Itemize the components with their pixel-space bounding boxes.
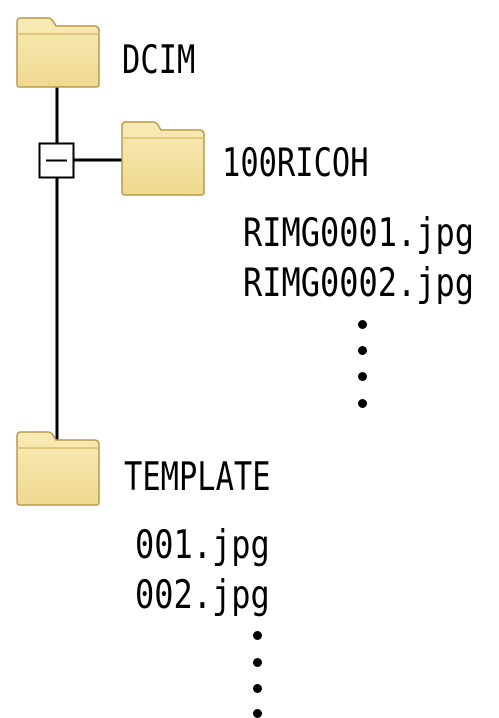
- folder-name-100ricoh[interactable]: 100RICOH: [222, 141, 369, 186]
- file-item-rimg0001[interactable]: RIMG0001.jpg: [243, 211, 475, 256]
- dcim-folder-icon[interactable]: [14, 14, 102, 94]
- folder-name-dcim[interactable]: DCIM: [122, 38, 196, 83]
- file-item-002[interactable]: 002.jpg: [135, 573, 270, 618]
- file-item-001[interactable]: 001.jpg: [135, 523, 270, 568]
- 100ricoh-folder-icon[interactable]: [119, 118, 207, 202]
- template-folder-icon[interactable]: [14, 428, 102, 512]
- collapse-toggle-icon[interactable]: [38, 142, 75, 179]
- file-item-rimg0002[interactable]: RIMG0002.jpg: [243, 261, 475, 306]
- folder-name-template[interactable]: TEMPLATE: [124, 455, 271, 500]
